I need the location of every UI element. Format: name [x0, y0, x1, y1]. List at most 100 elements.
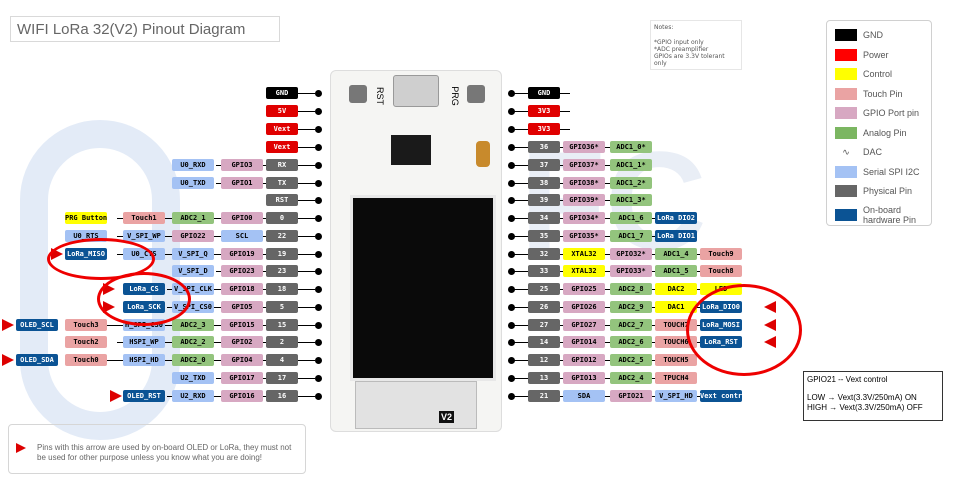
pin-line: [296, 111, 315, 112]
pin-label: GPIO5: [221, 301, 263, 313]
pin-label: TOUCH5: [655, 354, 697, 366]
legend-label: GPIO Port pin: [863, 108, 920, 118]
pin-label: GPIO38*: [563, 177, 605, 189]
note-arrow-icon: [16, 443, 26, 453]
pin-label: 4: [266, 354, 298, 366]
pin-dot: [315, 126, 322, 133]
pin-label: SDA: [563, 390, 605, 402]
legend-label: Serial SPI I2C: [863, 166, 920, 177]
pin-dot: [315, 304, 322, 311]
pin-dot: [315, 144, 322, 151]
pin-label: GPIO2: [221, 336, 263, 348]
pin-label: 12: [528, 354, 560, 366]
pin-label: 32: [528, 248, 560, 260]
pin-dot: [508, 322, 515, 329]
legend-item: ∿ DAC: [835, 146, 882, 158]
legend-swatch: [835, 165, 857, 178]
pin-label: ADC2_3: [172, 319, 214, 331]
legend-item: Control: [835, 68, 892, 80]
pin-label: ADC2_2: [172, 336, 214, 348]
pin-dot: [508, 197, 515, 204]
pin-dot: [315, 197, 322, 204]
gpio21-box: GPIO21 -- Vext control LOW → Vext(3.3V/2…: [803, 371, 943, 421]
pin-label: Touch2: [65, 336, 107, 348]
pin-label: Touch9: [700, 248, 742, 260]
pin-label: 3V3: [528, 123, 560, 135]
pin-label: 3V3: [528, 105, 560, 117]
pin-label: GPIO14: [563, 336, 605, 348]
pin-label: 26: [528, 301, 560, 313]
pin-dot: [508, 126, 515, 133]
pin-label: ADC2_8: [610, 283, 652, 295]
notes-box: Notes: *GPIO input only *ADC preamplifie…: [650, 20, 742, 70]
prg-button: [467, 85, 485, 103]
legend-label: Control: [863, 69, 893, 79]
legend-label: GND: [863, 30, 883, 40]
pin-label: HSPI_HD: [123, 354, 165, 366]
pin-label: ADC1_6: [610, 212, 652, 224]
legend-label: DAC: [863, 147, 883, 157]
pin-label: ADC1_2*: [610, 177, 652, 189]
pin-label: SCL: [221, 230, 263, 242]
pin-line: [296, 93, 315, 94]
pin-label: 21: [528, 390, 560, 402]
pin-dot: [508, 375, 515, 382]
pin-line: [296, 129, 315, 130]
pin-label: U0_TXD: [172, 177, 214, 189]
pin-label: GPIO26: [563, 301, 605, 313]
legend-item: Analog Pin: [835, 126, 907, 139]
pin-label: U0_RXD: [172, 159, 214, 171]
pin-label: ADC1_7: [610, 230, 652, 242]
pin-dot: [315, 108, 322, 115]
legend-label: Power: [863, 49, 889, 60]
pin-dot: [508, 233, 515, 240]
legend-item: On-board hardware Pin: [835, 205, 923, 225]
rst-button: [349, 85, 367, 103]
pin-label: GPIO12: [563, 354, 605, 366]
pin-dot: [315, 375, 322, 382]
legend-label: Physical Pin: [863, 186, 913, 196]
pin-label: 18: [266, 283, 298, 295]
legend-item: Physical Pin: [835, 185, 912, 197]
pin-label: DAC1: [655, 301, 697, 313]
pin-dot: [315, 180, 322, 187]
pin-label: U2_TXD: [172, 372, 214, 384]
pin-label: RX: [266, 159, 298, 171]
pin-label: GPIO13: [563, 372, 605, 384]
pin-label: GPIO4: [221, 354, 263, 366]
pin-dot: [508, 268, 515, 275]
highlight-circle: [97, 272, 191, 326]
pin-label: 15: [266, 319, 298, 331]
pin-label: U2_RXD: [172, 390, 214, 402]
pin-dot: [315, 215, 322, 222]
gpio21-high: HIGH → Vext(3.3V/250mA) OFF: [807, 403, 923, 412]
pin-label: 33: [528, 265, 560, 277]
pin-label: GPIO16: [221, 390, 263, 402]
pin-line: [296, 147, 315, 148]
legend-swatch: ∿: [835, 146, 857, 158]
legend-item: Touch Pin: [835, 87, 903, 100]
pin-label: ADC1_3*: [610, 194, 652, 206]
pin-label: 13: [528, 372, 560, 384]
legend-swatch: [835, 185, 857, 197]
pin-label: GPIO0: [221, 212, 263, 224]
pin-label: PRG Button: [65, 212, 107, 224]
pin-label: GPIO22: [172, 230, 214, 242]
pin-dot: [315, 162, 322, 169]
red-arrow-icon: [2, 354, 14, 366]
pin-label: GPIO15: [221, 319, 263, 331]
pin-dot: [315, 233, 322, 240]
gpio21-title: GPIO21 -- Vext control: [807, 375, 888, 384]
pin-label: 22: [266, 230, 298, 242]
pin-label: GPIO23: [221, 265, 263, 277]
pin-dot: [508, 108, 515, 115]
pin-label: 39: [528, 194, 560, 206]
pin-label: GPIO21: [610, 390, 652, 402]
pin-label: 34: [528, 212, 560, 224]
lora-module: [355, 381, 477, 429]
pin-dot: [508, 162, 515, 169]
pin-label: GPIO1: [221, 177, 263, 189]
pin-label: GPIO17: [221, 372, 263, 384]
pin-label: 38: [528, 177, 560, 189]
pin-dot: [508, 304, 515, 311]
